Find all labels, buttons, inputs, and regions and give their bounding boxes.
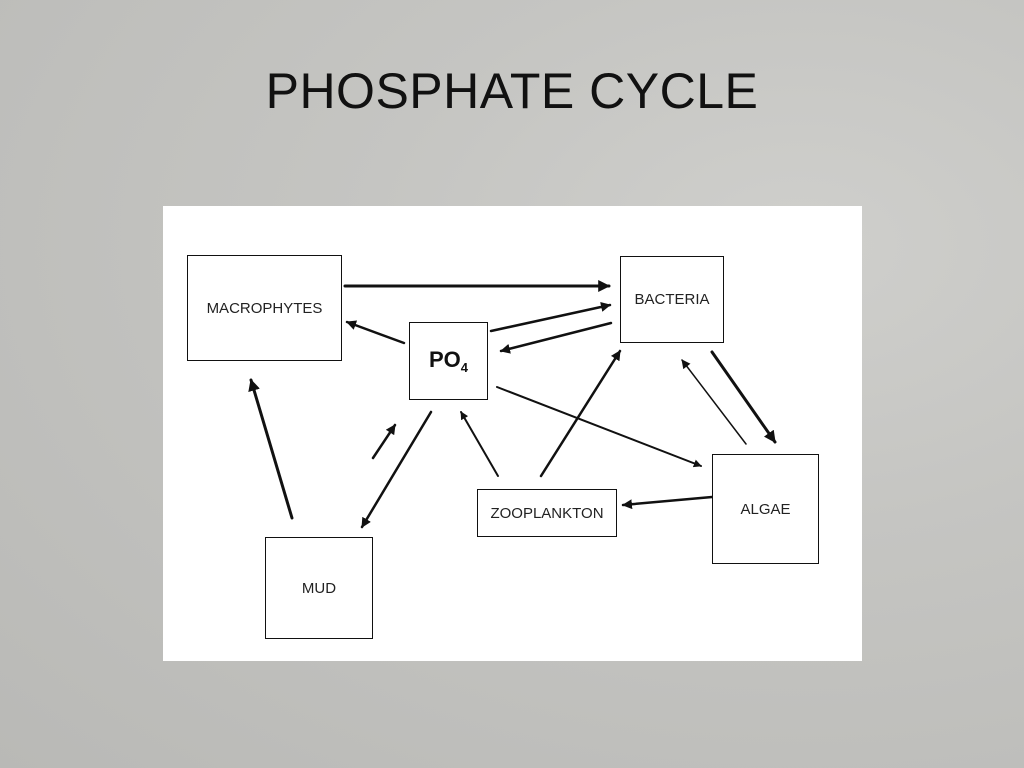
node-macrophytes: MACROPHYTES [187,255,342,361]
slide-title: PHOSPHATE CYCLE [265,63,759,119]
arrow-mud-to-po4 [371,423,397,460]
node-zooplankton: ZOOPLANKTON [477,489,617,537]
arrows-layer [248,280,777,529]
arrow-mud-to-macrophytes [248,378,294,520]
arrow-algae-to-bacteria [681,359,747,445]
arrow-zooplankton-to-po4 [460,411,499,477]
arrow-zooplankton-to-bacteria [539,349,622,478]
node-mud: MUD [265,537,373,639]
arrow-bacteria-to-algae [710,350,777,444]
arrow-po4-to-algae [496,386,702,468]
node-algae: ALGAE [712,454,819,564]
node-bacteria: BACTERIA [620,256,724,343]
node-zooplankton-label: ZOOPLANKTON [490,504,604,522]
arrow-bacteria-to-po4 [499,321,613,354]
arrow-po4-to-bacteria [489,302,612,333]
node-po4-label: PO4 [429,347,468,375]
node-mud-label: MUD [301,579,337,597]
diagram-panel: MACROPHYTES BACTERIA PO4 ZOOPLANKTON ALG… [163,206,862,661]
po4-formula: PO [428,347,461,372]
node-macrophytes-label: MACROPHYTES [206,299,323,317]
node-bacteria-label: BACTERIA [634,291,710,308]
node-po4: PO4 [409,322,488,400]
arrow-po4-to-mud [360,410,433,529]
po4-subscript: 4 [460,360,469,375]
node-algae-label: ALGAE [740,500,791,518]
arrow-po4-to-macrophytes [345,320,406,345]
arrow-algae-to-zooplankton [621,495,714,510]
